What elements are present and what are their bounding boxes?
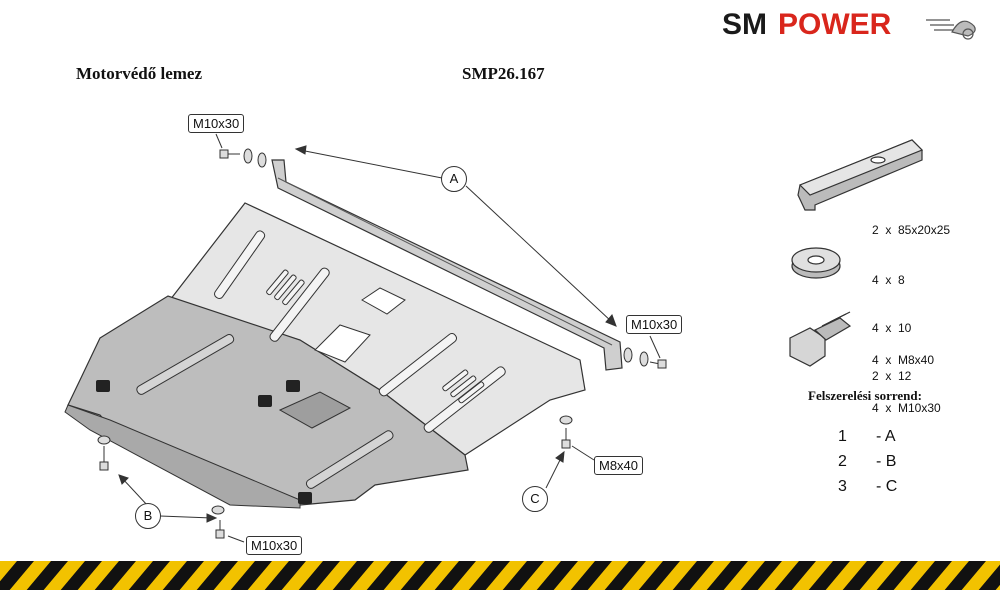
motorcycle-icon [926,19,976,40]
spec-bracket: 2 x 85x20x25 [872,190,950,254]
bolt-c-assembly [559,415,573,449]
order-step-label: - A [876,428,896,445]
order-step-label: - B [876,453,897,470]
bolt-icon [789,311,852,367]
order-step: 1 - A [838,428,896,446]
label-b: B [135,503,161,529]
order-step-number: 1 [838,428,847,445]
rubber-pads [96,380,312,504]
leader-lines [118,133,661,543]
order-title: Felszerelési sorrend: [808,388,922,403]
hazard-stripe [0,561,1000,590]
callout-bolt-right: M10x30 [626,315,683,334]
brand-sm: SM [722,8,767,41]
spec-line: 2 x 85x20x25 [872,223,951,237]
page-title: Motorvédő lemez [76,64,203,83]
product-code: SMP26.167 [462,64,545,83]
label-c: C [522,486,548,512]
order-step: 2 - B [838,453,896,471]
order-step-label: - C [876,478,898,495]
callout-bolt-bottom: M10x30 [246,536,303,555]
spec-line: 4 x M10x30 [872,401,941,415]
spec-bolt: 4 x M8x40 4 x M10x30 [872,320,941,432]
spec-line: 4 x 10 [872,321,912,335]
order-step: 3 - C [838,478,897,496]
label-a: A [441,166,467,192]
skid-plate-flange [64,404,301,509]
spec-washer: 4 x 8 4 x 10 2 x 12 [872,240,911,400]
spec-line: 4 x 8 [872,273,905,287]
bolt-b-assembly [97,435,225,539]
order-step-number: 3 [838,478,847,495]
callout-bolt-top: M10x30 [188,114,245,133]
bracket-icon [797,139,924,211]
bolt-right-assembly [623,347,667,369]
plate-ribs-lower [136,334,394,489]
plate-ribs-upper [214,230,506,433]
bolt-top-assembly [219,148,267,168]
callout-bolt-c: M8x40 [594,456,644,475]
order-step-number: 2 [838,453,847,470]
washer-icon [791,247,841,279]
mounting-bar-a [271,159,623,371]
brand-power: POWER [778,8,892,41]
spec-line: 2 x 12 [872,369,912,383]
spec-line: 4 x M8x40 [872,353,935,367]
smpower-logo: SM POWER [722,8,976,41]
